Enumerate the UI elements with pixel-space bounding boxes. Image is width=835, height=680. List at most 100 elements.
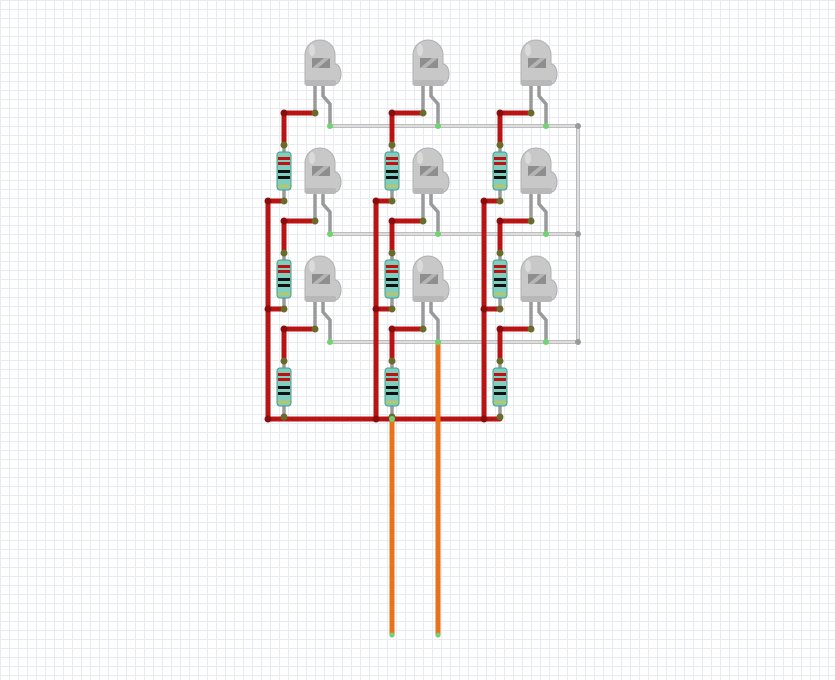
led-cathode-pin[interactable] (543, 231, 549, 237)
led-cathode-pin[interactable] (327, 231, 333, 237)
wire-bend[interactable] (280, 109, 288, 117)
wire-bend[interactable] (496, 109, 504, 117)
resistor-pin-bottom[interactable] (388, 305, 396, 313)
resistor[interactable] (492, 141, 508, 205)
led-anode-pin[interactable] (419, 217, 427, 225)
led[interactable] (304, 39, 342, 129)
resistor[interactable] (276, 249, 292, 313)
resistor-pin-top[interactable] (496, 357, 504, 365)
resistor-pin-top[interactable] (496, 249, 504, 257)
cathode-wire-bend[interactable] (575, 123, 581, 129)
resistor[interactable] (384, 141, 400, 205)
led-anode-pin[interactable] (419, 325, 427, 333)
anode-wires (264, 109, 534, 423)
led-cathode-pin[interactable] (435, 123, 441, 129)
led-to-resistor-wire[interactable] (281, 110, 318, 148)
resistor-pin-top[interactable] (280, 249, 288, 257)
wire-bend[interactable] (372, 305, 380, 313)
led-to-resistor-wire[interactable] (497, 326, 534, 364)
wire-bend[interactable] (496, 217, 504, 225)
led-cathode-pin[interactable] (327, 123, 333, 129)
resistor-pin-bottom[interactable] (280, 413, 288, 421)
resistor-band (494, 386, 506, 389)
led-shine (309, 44, 315, 56)
resistor-pin-bottom[interactable] (280, 197, 288, 205)
wire-bend[interactable] (264, 197, 272, 205)
led-cathode-pin[interactable] (435, 231, 441, 237)
led-to-resistor-wire[interactable] (497, 218, 534, 256)
led-to-resistor-wire[interactable] (389, 326, 426, 364)
wire-bend[interactable] (264, 305, 272, 313)
resistor-band (386, 392, 398, 395)
resistor-pin-top[interactable] (280, 141, 288, 149)
resistor[interactable] (492, 249, 508, 313)
resistor-pin-bottom[interactable] (280, 305, 288, 313)
wire-bend[interactable] (372, 197, 380, 205)
resistor[interactable] (384, 357, 400, 421)
resistor-pin-bottom[interactable] (388, 197, 396, 205)
led[interactable] (520, 147, 558, 237)
led[interactable] (412, 255, 450, 345)
wire-bend[interactable] (388, 325, 396, 333)
wire-bend[interactable] (264, 415, 272, 423)
resistor-pin-bottom[interactable] (496, 197, 504, 205)
led-flange (305, 188, 336, 194)
led[interactable] (304, 255, 342, 345)
wire-bend[interactable] (280, 217, 288, 225)
led-anode-pin[interactable] (311, 217, 319, 225)
led-to-resistor-wire[interactable] (497, 110, 534, 148)
resistor[interactable] (276, 357, 292, 421)
wire-bend[interactable] (388, 109, 396, 117)
wire-bend[interactable] (372, 415, 380, 423)
led-anode-pin[interactable] (311, 325, 319, 333)
led-die-highlight (528, 274, 546, 284)
led-to-resistor-wire[interactable] (389, 110, 426, 148)
resistor-pin-top[interactable] (388, 357, 396, 365)
resistor-pin-top[interactable] (388, 249, 396, 257)
wire-bend[interactable] (388, 217, 396, 225)
resistor-pin-top[interactable] (388, 141, 396, 149)
wire-bend[interactable] (480, 305, 488, 313)
led[interactable] (304, 147, 342, 237)
wire-bend[interactable] (496, 325, 504, 333)
output-wires (389, 339, 441, 638)
resistor[interactable] (384, 249, 400, 313)
led-cathode-pin[interactable] (543, 339, 549, 345)
wire-bend[interactable] (480, 197, 488, 205)
resistor[interactable] (276, 141, 292, 205)
led[interactable] (412, 147, 450, 237)
resistor-band (278, 284, 290, 287)
led-to-resistor-wire[interactable] (281, 218, 318, 256)
wire-bend[interactable] (280, 325, 288, 333)
led-anode-pin[interactable] (527, 217, 535, 225)
led-anode-pin[interactable] (527, 325, 535, 333)
led-anode-pin[interactable] (527, 109, 535, 117)
resistor-pin-bottom[interactable] (496, 413, 504, 421)
resistor-pin-top[interactable] (496, 141, 504, 149)
led-to-resistor-wire[interactable] (281, 326, 318, 364)
resistor-band (278, 157, 290, 160)
led[interactable] (520, 255, 558, 345)
wire-end[interactable] (435, 632, 441, 638)
wire-end[interactable] (389, 632, 395, 638)
led-cathode-pin[interactable] (543, 123, 549, 129)
cathode-wire-bend[interactable] (575, 339, 581, 345)
resistor-pin-top[interactable] (280, 357, 288, 365)
resistor-band (278, 162, 290, 165)
output-junction[interactable] (389, 416, 395, 422)
resistor-band (278, 278, 290, 281)
resistor-band (494, 284, 506, 287)
led[interactable] (412, 39, 450, 129)
led[interactable] (520, 39, 558, 129)
led-cathode-pin[interactable] (327, 339, 333, 345)
cathode-wire-bend[interactable] (575, 231, 581, 237)
led-anode-pin[interactable] (311, 109, 319, 117)
resistor[interactable] (492, 357, 508, 421)
wire-bend[interactable] (480, 415, 488, 423)
output-junction[interactable] (435, 339, 441, 345)
led-anode-pin[interactable] (419, 109, 427, 117)
led-to-resistor-wire[interactable] (389, 218, 426, 256)
resistor-pin-bottom[interactable] (496, 305, 504, 313)
